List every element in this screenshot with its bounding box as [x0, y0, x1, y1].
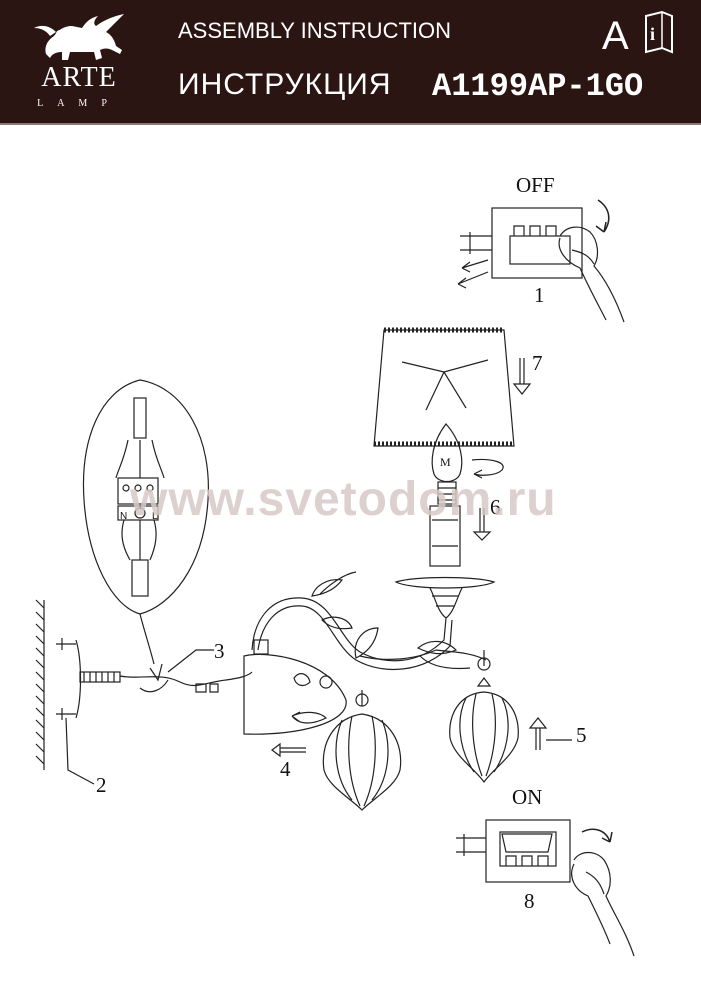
griffin-icon — [34, 14, 125, 60]
manual-book-icon: i — [645, 10, 673, 54]
step-4-label: 4 — [280, 757, 291, 781]
wall — [35, 599, 45, 770]
hand-icon — [571, 851, 635, 957]
step-5-arrow — [528, 717, 572, 750]
step-3-label: 3 — [214, 639, 225, 663]
brand-subtitle: LAMP — [37, 98, 121, 109]
brand-name: ARTE — [41, 62, 117, 93]
step-6-label: 6 — [490, 495, 501, 519]
step-6-arrow — [472, 508, 492, 541]
info-glyph: i — [650, 24, 655, 44]
arm-leaf — [320, 616, 353, 630]
switch-off-label: OFF — [516, 173, 555, 197]
hand-icon — [558, 226, 625, 323]
arm-leaf — [311, 571, 357, 597]
globe-left — [322, 690, 402, 811]
step-1-label: 1 — [534, 283, 545, 307]
switch-off-detail — [457, 199, 625, 323]
step-4-arrow — [271, 742, 306, 758]
step-2-leader — [65, 717, 95, 785]
socket — [429, 505, 461, 567]
rotate-bulb-arrow — [471, 458, 504, 479]
step-8-label: 8 — [524, 889, 535, 913]
step-2-label: 2 — [96, 773, 107, 797]
bulb-mark: M — [440, 455, 451, 469]
arm-leaf — [416, 640, 458, 655]
russian-title: ИНСТРУКЦИЯ — [178, 68, 392, 101]
lamp-arm — [251, 571, 487, 671]
wall-plate — [243, 639, 347, 735]
switch-on-label: ON — [512, 785, 542, 809]
step-3-leader — [167, 649, 214, 673]
step-5-label: 5 — [576, 723, 587, 747]
language-letter: A — [602, 14, 629, 58]
wiring-detail-bubble — [82, 379, 209, 665]
step-7-arrow — [512, 358, 532, 395]
terminal-l-label: L — [152, 511, 158, 522]
globe-right — [449, 650, 519, 784]
watermark: www.svetodom.ru — [130, 473, 557, 526]
terminal-n-label: N — [120, 511, 127, 522]
bulb — [431, 423, 463, 505]
lampshade — [373, 327, 515, 447]
switch-on-detail — [456, 819, 635, 957]
header-bar: ARTE LAMP ASSEMBLY INSTRUCTION ИНСТРУКЦИ… — [0, 0, 701, 125]
arm-leaf — [354, 627, 379, 659]
bobeche — [394, 576, 496, 619]
mounting-hardware — [56, 638, 253, 720]
model-number: A1199AP-1GO — [432, 68, 644, 105]
assembly-title: ASSEMBLY INSTRUCTION — [178, 18, 452, 43]
step-7-label: 7 — [532, 351, 543, 375]
assembly-diagram: OFF 1 7 M 6 — [35, 173, 635, 957]
